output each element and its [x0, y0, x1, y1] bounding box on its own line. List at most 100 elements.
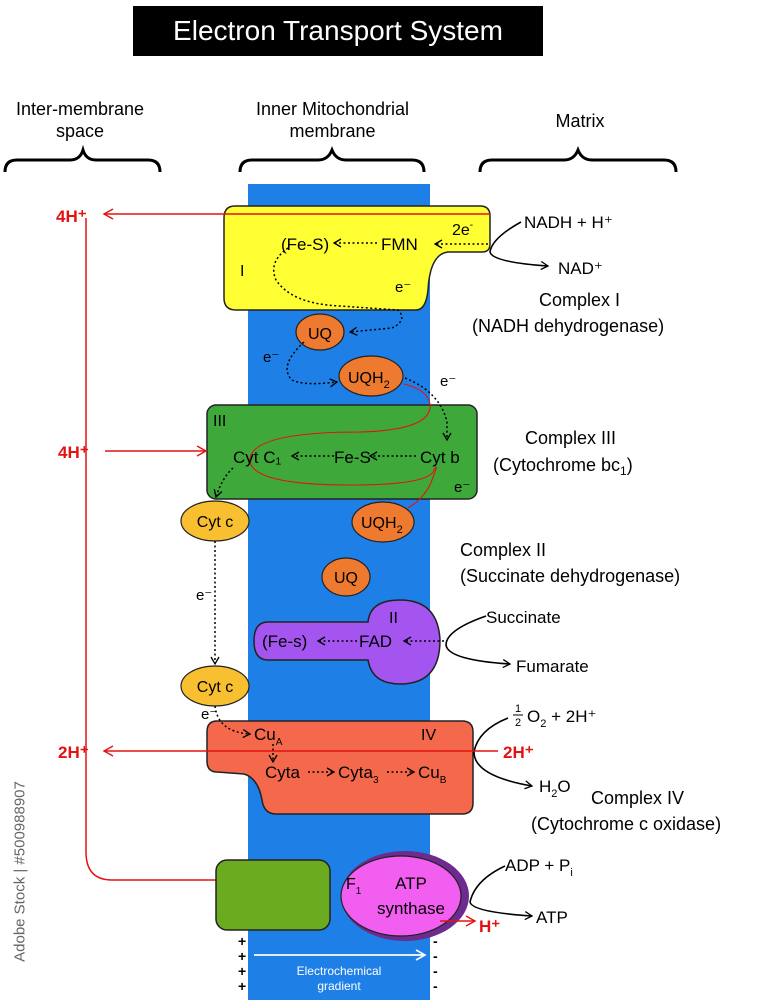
- proton-return-path: [85, 218, 216, 881]
- gradient-minus-4: -: [433, 978, 438, 994]
- gradient-label-line1: Electrochemical: [297, 964, 382, 978]
- e-label-cytc: e⁻: [196, 587, 212, 604]
- cub-main: Cu: [418, 763, 440, 782]
- h2o-end: O: [557, 777, 570, 796]
- brace-inner-membrane: [238, 145, 426, 173]
- complex-iv-cyta3: Cyta3: [338, 763, 379, 786]
- proton-label-c4-left: 2H⁺: [58, 743, 89, 762]
- complex-iv-cub: CuB: [418, 763, 447, 786]
- proton-label-c4-right: 2H⁺: [503, 743, 534, 762]
- title-box: [133, 6, 543, 56]
- adp-sub: i: [570, 867, 572, 879]
- complex-i: [223, 205, 491, 311]
- complex-i-full-name: (NADH dehydrogenase): [472, 316, 664, 336]
- header-inner-membrane: Inner Mitochondrial membrane: [225, 98, 440, 142]
- brace-intermembrane: [3, 144, 162, 173]
- atp-label: ATP: [536, 908, 568, 927]
- complex-iii-fes: Fe-S: [334, 448, 371, 467]
- gradient-minus-1: -: [433, 933, 438, 949]
- uqh2-2-label: UQH2: [361, 515, 403, 536]
- watermark: Adobe Stock | #500988907: [5, 748, 29, 1000]
- gradient-plus-2: +: [238, 948, 246, 964]
- reaction-arrows: [445, 221, 550, 921]
- complex-i-fmn: FMN: [381, 235, 418, 254]
- header-intermembrane-line1: Inter-membrane: [15, 99, 145, 119]
- complex-iii-cytb: Cyt b: [420, 448, 460, 467]
- complex-iv-cyta: Cyta: [265, 763, 301, 782]
- complex-iii-full-name: (Cytochrome bc1): [493, 455, 633, 478]
- complex-iv-name: Complex IV: [591, 788, 684, 808]
- cub-sub: B: [440, 775, 447, 786]
- ubiquinol-2: [351, 501, 415, 543]
- gradient-minus-2: -: [433, 948, 438, 964]
- complex-iii-full-text: (Cytochrome bc: [493, 455, 620, 475]
- gradient-plus-3: +: [238, 963, 246, 979]
- header-intermembrane-line2: space: [55, 121, 105, 141]
- proton-arrows: [102, 208, 498, 927]
- complex-iii-name: Complex III: [525, 428, 616, 448]
- proton-label-c1: 4H⁺: [56, 207, 87, 226]
- proton-label-atp: H⁺: [479, 917, 500, 936]
- complex-iii-full-end: ): [627, 455, 633, 475]
- succinate-label: Succinate: [486, 608, 561, 627]
- complex-iv-full-name: (Cytochrome c oxidase): [531, 814, 721, 834]
- complex-iii-cytc1: Cyt C₁: [233, 448, 282, 467]
- complex-ii-full-name: (Succinate dehydrogenase): [460, 566, 680, 586]
- e-path-uq-uqh2: [286, 341, 339, 388]
- atp-synthase-line1: ATP: [395, 874, 427, 893]
- e-path-cytc-cua: [214, 705, 252, 739]
- electron-paths: [210, 238, 488, 777]
- oxygen-frac-num: 1: [515, 703, 521, 715]
- header-inner-line1: Inner Mitochondrial: [255, 99, 410, 119]
- header-intermembrane: Inter-membrane space: [0, 98, 160, 142]
- header-matrix: Matrix: [555, 111, 605, 131]
- f1-main: F: [346, 876, 356, 893]
- nadh-arrow: [489, 221, 550, 271]
- o2-arrow: [473, 717, 534, 790]
- complex-ii-fad: FAD: [359, 632, 392, 651]
- ubiquinone-2: [321, 557, 371, 597]
- uq2-label: UQ: [334, 570, 358, 587]
- atp-synthase-f1: [340, 855, 462, 937]
- complex-i-e-down: e⁻: [395, 279, 411, 296]
- f1-label: F1: [346, 876, 362, 897]
- header-inner-line2: membrane: [289, 121, 376, 141]
- complex-iii-roman: III: [213, 413, 226, 430]
- cyta3-sub: 3: [373, 775, 379, 786]
- water-label: H2O: [539, 777, 571, 800]
- gradient-plus-4: +: [238, 978, 246, 994]
- ubiquinol-1: [338, 355, 404, 397]
- cytc1-label: Cyt c: [197, 514, 233, 531]
- complex-i-fes: (Fe-S): [281, 235, 329, 254]
- o2-rest: + 2H⁺: [546, 707, 596, 726]
- uqh2-1-label: UQH2: [348, 370, 390, 391]
- uqh2-2-sub: 2: [397, 524, 403, 536]
- complex-ii-name: Complex II: [460, 540, 546, 560]
- e-label-uqh2: e⁻: [440, 373, 456, 390]
- complex-ii-fes: (Fe-s): [262, 632, 307, 651]
- complex-iv-roman: IV: [421, 727, 436, 744]
- e-label-c4: e⁻: [201, 706, 217, 723]
- complex-i-roman: I: [240, 263, 244, 280]
- uqh2-2-main: UQH: [361, 515, 397, 532]
- fumarate-arrow: [445, 615, 512, 669]
- adp-label: ADP + Pi: [505, 856, 573, 879]
- e-label-cytb: e⁻: [454, 479, 470, 496]
- watermark-text: Adobe Stock | #500988907: [11, 781, 29, 962]
- ubiquinone-1: [295, 313, 345, 351]
- atp-synthase-line2: synthase: [377, 899, 445, 918]
- h2o-main: H: [539, 777, 551, 796]
- complex-i-2e-sup: -: [470, 220, 473, 231]
- o2-main: O: [527, 707, 540, 726]
- oxygen-frac-den: 2: [515, 717, 521, 729]
- complex-ii: [253, 599, 441, 685]
- page-title: Electron Transport System: [173, 15, 503, 46]
- uqh2-1-main: UQH: [348, 370, 384, 387]
- complex-i-2e-text: 2e: [452, 222, 470, 239]
- cua-main: Cu: [254, 725, 276, 744]
- cua-sub: A: [276, 737, 283, 748]
- e-path-uqh2-cytb: [404, 377, 452, 442]
- complex-i-name: Complex I: [539, 290, 620, 310]
- nadh-label: NADH + H⁺: [524, 213, 613, 232]
